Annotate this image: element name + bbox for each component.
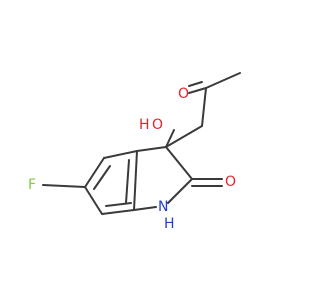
bond-ch2-carbonyl [201, 87, 207, 127]
bond-c5-c6 [84, 157, 105, 188]
bond-c6-c7 [84, 186, 103, 215]
lactam-oxygen-label: O [225, 174, 236, 190]
benzene-ring [84, 150, 138, 215]
molecule-structure-diagram: F H O O O N H [28, 72, 241, 232]
amide-hydrogen-label: H [164, 216, 175, 232]
bond-c3-ch2 [165, 125, 203, 148]
bond-carbonyl-ketone-oxygen-double [188, 81, 203, 87]
bond-carbonyl-methyl [205, 72, 241, 89]
lactam-ring [133, 146, 193, 211]
bond-carbonyl-ketone-oxygen [188, 87, 207, 94]
bond-c3-c2 [165, 146, 193, 180]
hydroxyl-hydrogen-label: H [139, 117, 150, 133]
bond-c7-c7a [101, 209, 135, 215]
bond-c3-hydroxyl [165, 129, 175, 148]
bond-c5-c6-double [93, 165, 111, 190]
bond-c6-fluorine [42, 184, 86, 188]
bond-c4-c5 [103, 150, 138, 159]
bond-c7-c7a-double [105, 202, 132, 207]
bond-c2-n1 [167, 178, 193, 204]
bond-c3a-c3 [136, 146, 167, 152]
bond-c7a-c3a [133, 150, 138, 211]
amide-nitrogen-label: N [158, 199, 168, 215]
bond-c7a-c3a-double [125, 159, 130, 204]
ketone-oxygen-label: O [178, 86, 189, 102]
hydroxyl-oxygen-label: O [152, 117, 163, 133]
bond-n1-c7a [133, 206, 157, 211]
fluorine-atom-label: F [28, 177, 36, 193]
